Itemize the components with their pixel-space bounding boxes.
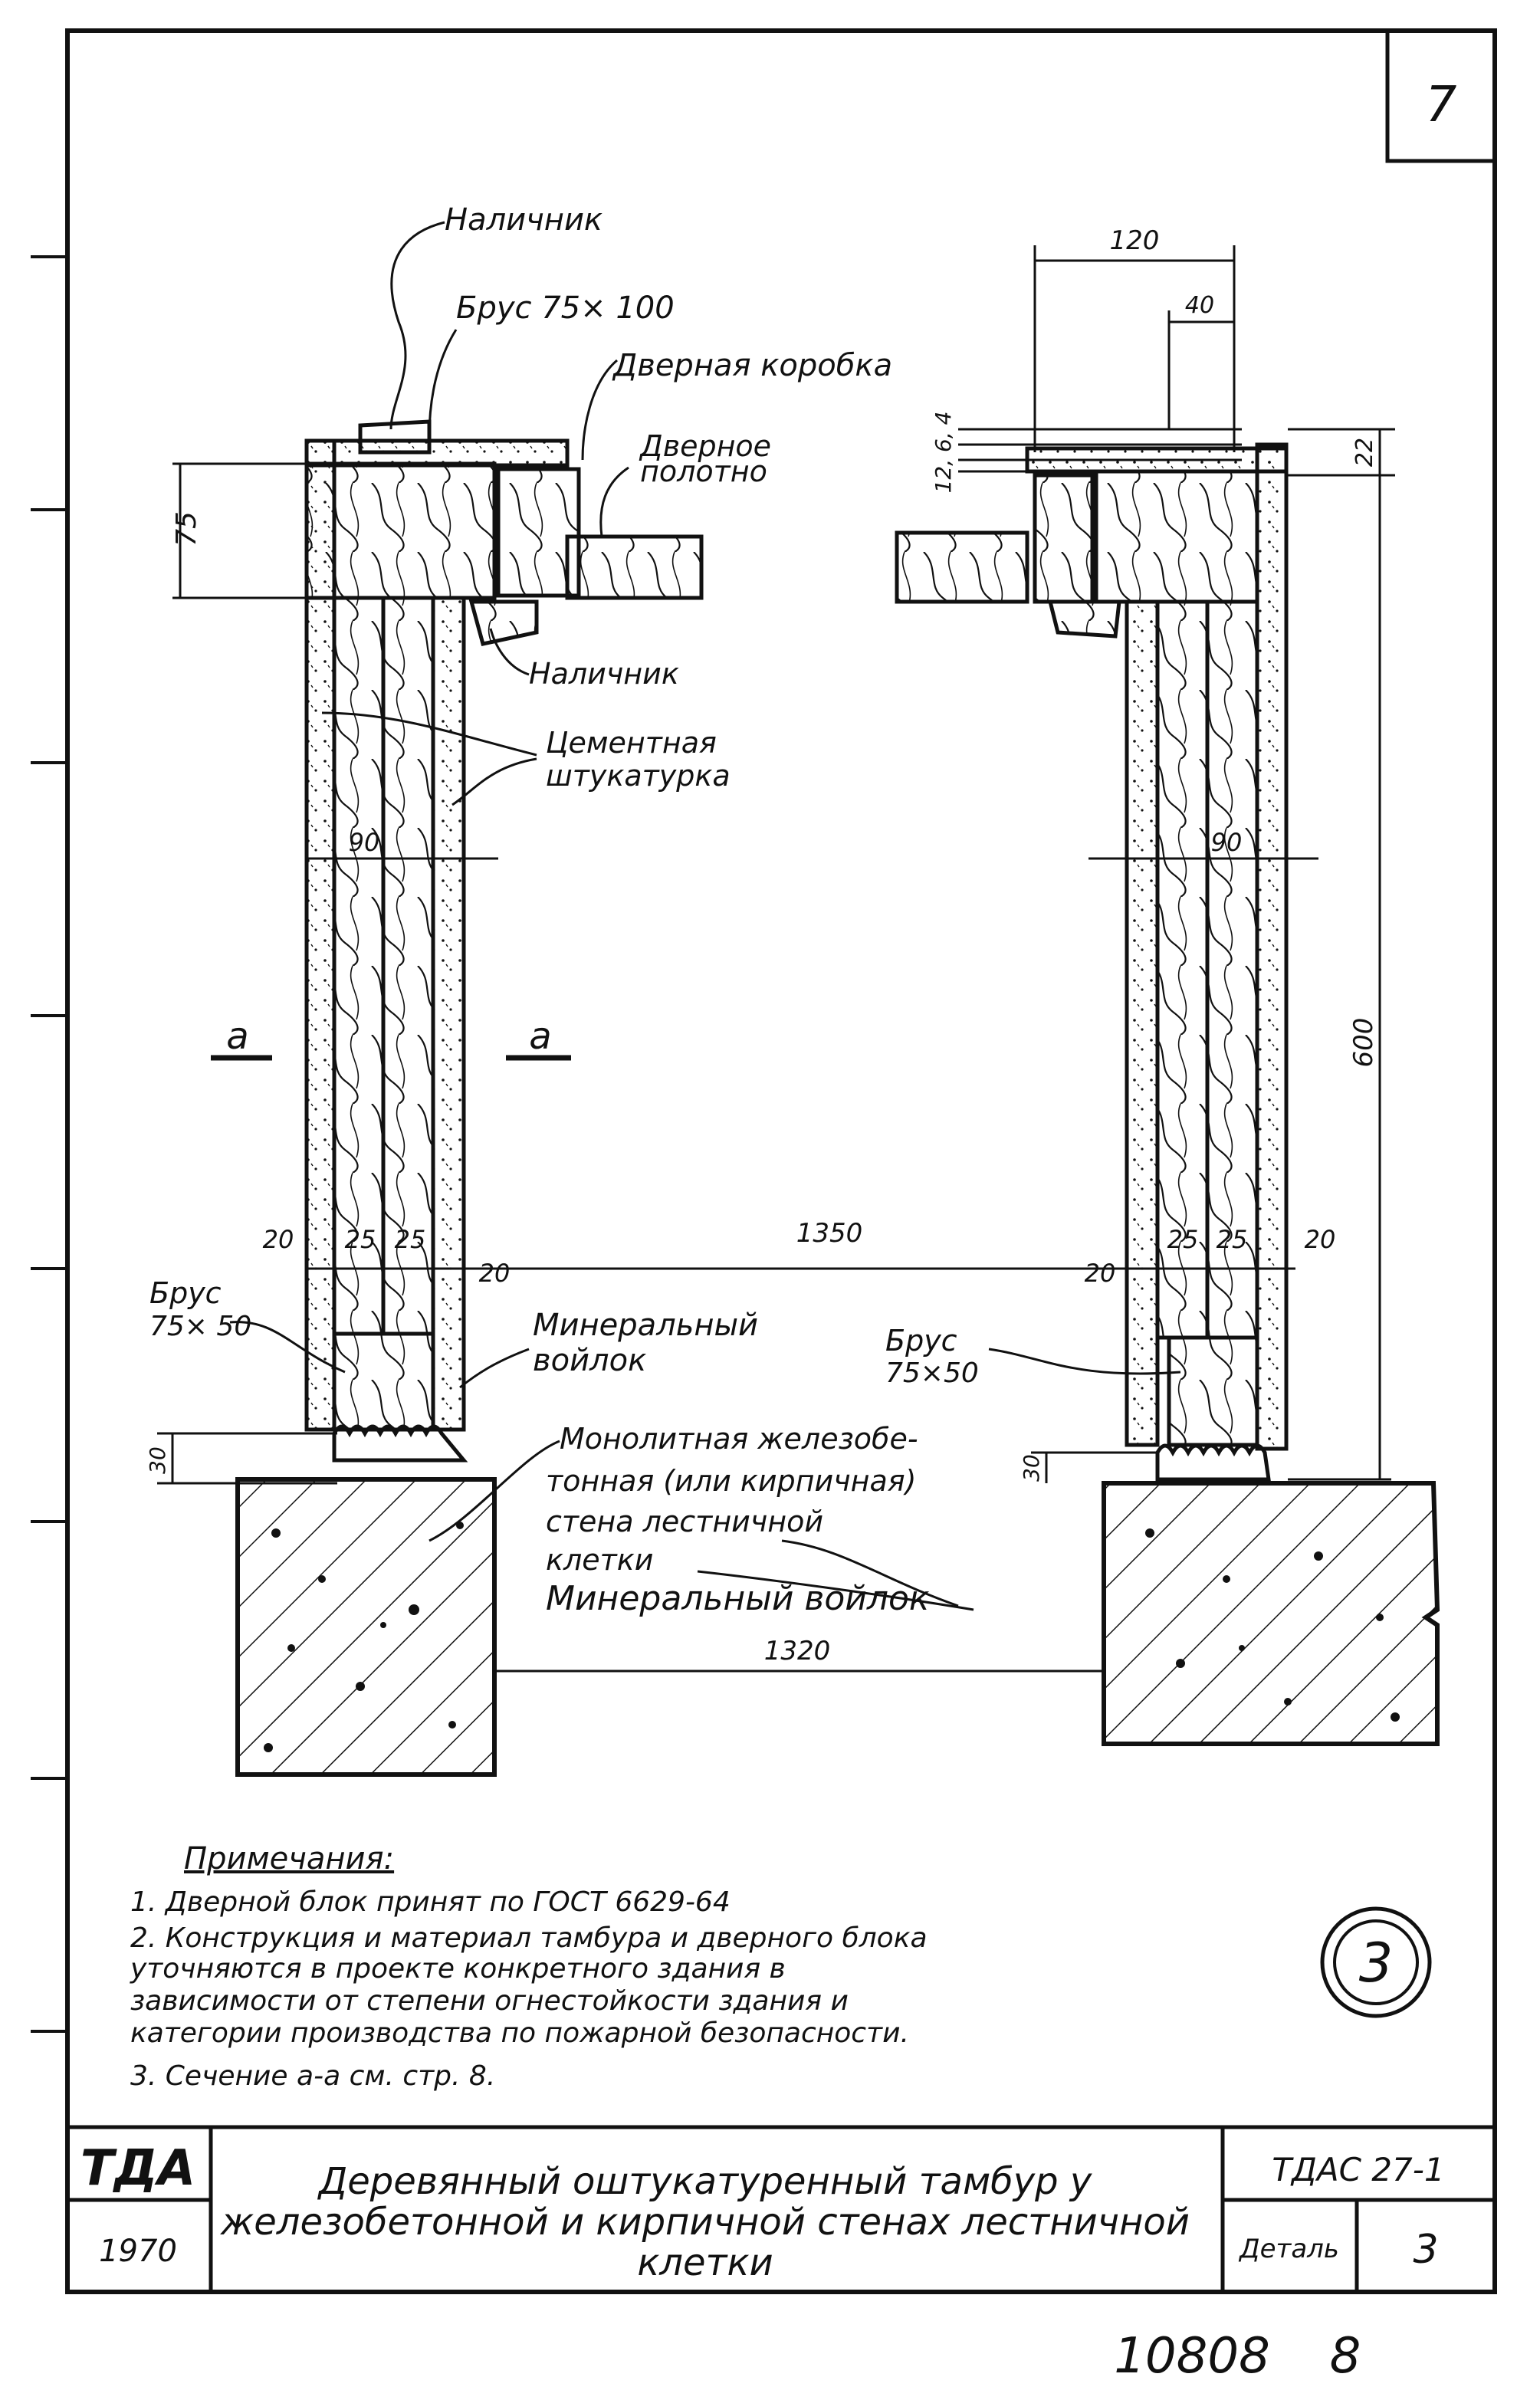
concrete-aggregate-left (264, 1522, 464, 1752)
concrete-wall-right (1102, 1481, 1440, 1746)
dim-1350: 1350 (796, 1218, 863, 1249)
label-door-frame: Дверная коробка (612, 348, 892, 383)
door-frame-right (1033, 473, 1095, 604)
label-mineral-1: Минеральный (533, 1308, 758, 1343)
dim-1320: 1320 (764, 1636, 831, 1666)
label-door-leaf-1: Дверное (639, 429, 771, 463)
label-door-leaf-2: полотно (640, 455, 767, 488)
title-line-2: железобетонной и кирпичной стенах лестни… (220, 2201, 1190, 2244)
nalichnik-right-mid (1047, 599, 1121, 639)
notes-block: Примечания: 1. Дверной блок принят по ГО… (130, 1841, 928, 2092)
note-line-1: 1. Дверной блок принят по ГОСТ 6629-64 (130, 1886, 731, 1918)
label-mineral-2: войлок (533, 1343, 646, 1378)
plaster-right-outer (1255, 442, 1289, 1451)
title-year: 1970 (99, 2234, 177, 2269)
dim-12-6-4: 12, 6, 4 (931, 412, 956, 494)
plaster-left-top (304, 438, 570, 468)
label-brus-right-2: 75×50 (885, 1358, 979, 1389)
dim-600: 600 (1348, 1018, 1379, 1068)
title-detail-value: 3 (1413, 2227, 1438, 2273)
plaster-left-inner (431, 596, 466, 1432)
label-brus-left-2: 75× 50 (149, 1311, 251, 1342)
detail-circle-inner (1333, 1919, 1419, 2005)
margin-ticks (31, 255, 67, 2033)
label-nalichnik-mid: Наличник (529, 657, 679, 691)
title-org: ТДА (80, 2140, 195, 2197)
page-number-box (1385, 28, 1497, 163)
right-wall-section (895, 442, 1289, 1482)
brus-left-bottom (332, 1331, 435, 1432)
page-number: 7 (1426, 77, 1457, 133)
nalichnik-left-top (358, 419, 432, 455)
section-mark-a-right: a (529, 1015, 551, 1058)
dim-120: 120 (1110, 225, 1160, 256)
label-wall-1: Монолитная железобе- (560, 1422, 918, 1456)
dim-75: 75 (171, 511, 202, 547)
dim-25-l2: 25 (395, 1225, 426, 1254)
dim-30-right: 30 (1019, 1454, 1044, 1482)
door-leaf-right (895, 530, 1029, 604)
label-brus-left-1: Брус (149, 1276, 222, 1310)
note-line-3: уточняются в проекте конкретного здания … (130, 1953, 786, 1985)
label-cement-1: Цементная (546, 726, 717, 760)
sheet-border (65, 28, 1497, 2294)
label-wall-3: стена лестничной (546, 1505, 823, 1538)
note-line-5: категории производства по пожарной безоп… (130, 2018, 909, 2049)
felt-left (332, 1424, 468, 1463)
label-cement-2: штукатурка (546, 759, 731, 793)
label-mineral-bottom: Минеральный войлок (546, 1579, 930, 1618)
notes-title: Примечания: (184, 1841, 394, 1876)
section-mark-a-left: a (226, 1015, 248, 1058)
brus-right-bottom (1167, 1335, 1259, 1447)
label-wall-4: клетки (546, 1543, 653, 1577)
dim-25-l1: 25 (345, 1225, 376, 1254)
dim-25-r2: 25 (1217, 1225, 1248, 1254)
dim-90-right: 90 (1211, 828, 1243, 857)
dim-22: 22 (1351, 438, 1378, 467)
dim-20-l2: 20 (479, 1259, 511, 1288)
label-wall-2: тонная (или кирпичная) (546, 1464, 916, 1498)
title-line-3: клетки (637, 2241, 773, 2284)
dim-20-l1: 20 (263, 1225, 294, 1254)
brus-left-top (304, 461, 497, 600)
plaster-left-outer (304, 438, 337, 1432)
label-nalichnik-top: Наличник (445, 202, 603, 238)
note-line-2: 2. Конструкция и материал тамбура и двер… (130, 1922, 928, 1954)
dim-20-r1: 20 (1085, 1259, 1116, 1288)
felt-right (1155, 1443, 1271, 1482)
dim-90-left: 90 (349, 828, 380, 857)
plaster-right-inner (1125, 599, 1160, 1447)
archive-page: 8 (1330, 2328, 1361, 2385)
nalichnik-left-mid (468, 599, 539, 646)
dim-20-r2: 20 (1305, 1225, 1336, 1254)
title-line-1: Деревянный оштукатуренный тамбур у (317, 2160, 1092, 2203)
dimension-lines (157, 245, 1395, 1673)
door-leaf-left (565, 534, 704, 600)
leader-lines (229, 221, 1181, 1611)
detail-number: 3 (1359, 1932, 1394, 1995)
title-detail-label: Деталь (1238, 2234, 1339, 2264)
note-line-4: зависимости от степени огнестойкости зда… (130, 1985, 849, 2017)
archive-number: 10808 (1114, 2328, 1270, 2385)
dim-25-r1: 25 (1167, 1225, 1199, 1254)
brus-right-top (1094, 469, 1259, 604)
note-line-6: 3. Сечение a-a см. стр. 8. (130, 2060, 495, 2092)
concrete-aggregate-right (1145, 1528, 1400, 1722)
dim-30-left: 30 (145, 1446, 170, 1474)
dim-40: 40 (1185, 292, 1214, 319)
left-wall-section (304, 419, 704, 1463)
title-code: ТДАС 27-1 (1272, 2151, 1444, 2188)
detail-circle-outer (1320, 1906, 1432, 2018)
label-brus-75x100: Брус 75× 100 (456, 291, 675, 326)
title-block (67, 2125, 1495, 2292)
label-brus-right-1: Брус (885, 1324, 957, 1358)
